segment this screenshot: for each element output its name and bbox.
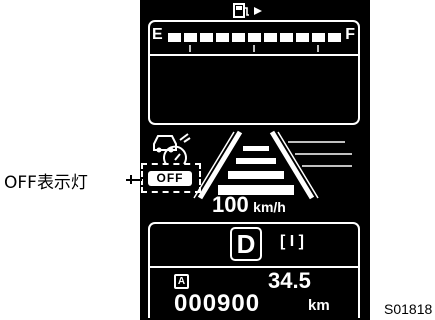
fuel-segment <box>280 33 293 42</box>
off-indicator-label: OFF <box>156 171 184 185</box>
drive-info-panel: D [ I ] A 34.5 000900 km <box>148 222 360 318</box>
odometer-unit: km <box>308 297 330 314</box>
instrument-cluster-display: E F <box>140 0 370 320</box>
fuel-empty-label: E <box>152 26 163 43</box>
callout-leader-tick <box>130 175 132 184</box>
fuel-divider <box>150 54 358 56</box>
fuel-level-bar <box>168 33 341 42</box>
trip-mode-badge: A <box>174 274 189 289</box>
fuel-full-label: F <box>345 26 355 43</box>
fuel-segment <box>296 33 309 42</box>
odometer-value: 000900 <box>174 290 261 317</box>
off-indicator-highlight <box>141 163 201 193</box>
lane-assist-graphic <box>193 130 352 200</box>
fuel-segment <box>216 33 229 42</box>
fuel-segment <box>184 33 197 42</box>
fuel-segment <box>328 33 341 42</box>
fuel-segment <box>168 33 181 42</box>
fuel-segment <box>312 33 325 42</box>
gear-sub-indicator: [ I ] <box>280 233 304 250</box>
fuel-segment <box>248 33 261 42</box>
set-speed-readout: 100 km/h <box>212 192 286 218</box>
fuel-segment <box>232 33 245 42</box>
gear-position-indicator: D <box>230 227 262 261</box>
off-indicator: OFF <box>148 171 192 186</box>
trip-value: 34.5 <box>268 268 311 293</box>
fuel-gauge-panel: E F <box>148 20 360 125</box>
fuel-pump-icon <box>233 3 262 18</box>
callout-leader-line <box>126 179 142 181</box>
figure-code: S01818 <box>384 301 433 317</box>
set-speed-value: 100 <box>212 192 249 217</box>
fuel-segment <box>264 33 277 42</box>
trip-mode-label: A <box>177 276 186 287</box>
off-indicator-callout-label: OFF表示灯 <box>4 173 88 193</box>
gear-position-value: D <box>236 229 256 259</box>
fuel-segment <box>200 33 213 42</box>
vehicle-distance-icon <box>153 133 191 165</box>
set-speed-unit: km/h <box>253 199 286 215</box>
fuel-ticks <box>189 45 319 52</box>
panel-divider <box>150 266 358 268</box>
